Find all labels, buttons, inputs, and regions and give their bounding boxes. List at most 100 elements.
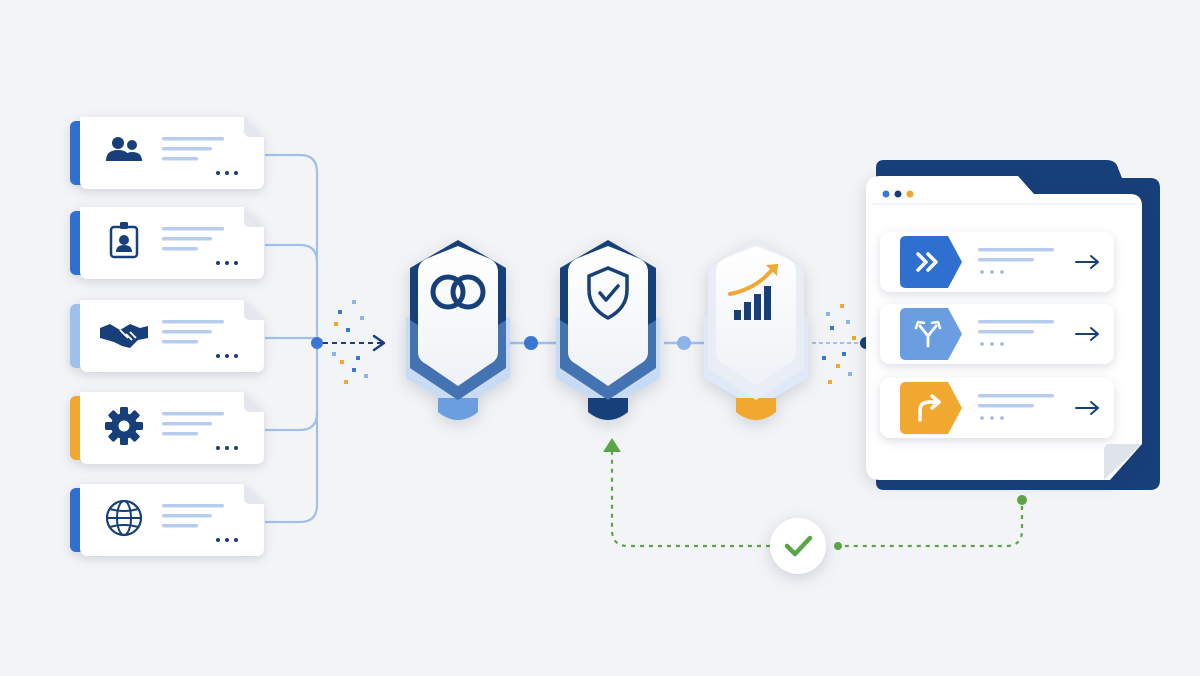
feedback-dot	[834, 542, 842, 550]
text-line	[162, 237, 212, 241]
ellipsis-dot	[1000, 270, 1004, 274]
text-line	[162, 432, 198, 436]
feedback-line	[610, 448, 770, 548]
input-branch-line	[265, 412, 319, 432]
data-particle	[836, 364, 840, 368]
arrow-right-icon	[1075, 401, 1099, 415]
data-particle	[334, 322, 338, 326]
text-line	[162, 514, 212, 518]
ellipsis-dot	[980, 270, 984, 274]
ellipsis-dot	[990, 416, 994, 420]
node-face	[418, 246, 498, 386]
input-card	[70, 300, 264, 372]
output-item	[880, 304, 1114, 364]
ellipsis-dot	[234, 538, 238, 542]
process-node	[406, 240, 510, 420]
text-line	[162, 422, 212, 426]
text-line	[162, 137, 224, 141]
window-dot	[906, 190, 914, 198]
shield-check-icon	[587, 266, 629, 320]
data-particle	[360, 316, 364, 320]
ellipsis-dot	[225, 538, 229, 542]
ellipsis-dot	[216, 538, 220, 542]
check-badge-circle	[770, 518, 826, 574]
globe-icon	[105, 499, 143, 537]
text-line	[162, 320, 224, 324]
ellipsis-dot	[216, 446, 220, 450]
data-particle	[364, 374, 368, 378]
ellipsis-dot	[225, 171, 229, 175]
node-tab	[438, 398, 478, 420]
text-line	[162, 157, 198, 161]
process-node	[556, 240, 660, 420]
card-fold	[244, 484, 264, 504]
text-line	[978, 320, 1054, 324]
data-particle	[340, 360, 344, 364]
data-particle	[852, 336, 856, 340]
text-line	[162, 227, 224, 231]
input-branch-line	[265, 243, 319, 263]
input-card	[70, 392, 264, 464]
junction-dot	[311, 337, 323, 349]
ellipsis-dot	[216, 261, 220, 265]
ellipsis-dot	[216, 354, 220, 358]
text-line	[978, 258, 1034, 262]
text-line	[978, 248, 1054, 252]
linked-rings-icon	[430, 274, 486, 310]
ellipsis-dot	[1000, 416, 1004, 420]
data-particle	[848, 372, 852, 376]
node-link-dot	[677, 336, 691, 350]
feedback-check-badge	[770, 518, 826, 574]
ellipsis-dot	[234, 446, 238, 450]
output-item-badge	[900, 236, 962, 288]
output-window	[866, 160, 1160, 490]
process-node	[704, 240, 808, 420]
ellipsis-dot	[1000, 342, 1004, 346]
output-item	[880, 378, 1114, 438]
data-particle	[846, 320, 850, 324]
data-particle	[826, 312, 830, 316]
node-tab	[588, 398, 628, 420]
data-particle	[338, 310, 342, 314]
text-line	[162, 330, 212, 334]
split-arrows-icon	[914, 320, 942, 348]
text-line	[162, 524, 198, 528]
data-particle	[352, 300, 356, 304]
card-fold	[244, 117, 264, 137]
arrow-right-icon	[1075, 255, 1099, 269]
node-tab	[736, 398, 776, 420]
ellipsis-dot	[980, 416, 984, 420]
arrow-right-icon	[1075, 327, 1099, 341]
card-fold	[244, 392, 264, 412]
feedback-dot	[1017, 495, 1027, 505]
text-line	[978, 404, 1034, 408]
process-nodes	[406, 240, 808, 420]
feedback-loop	[603, 438, 1027, 574]
fast-forward-icon	[916, 252, 938, 272]
ellipsis-dot	[225, 446, 229, 450]
ellipsis-dot	[234, 354, 238, 358]
text-line	[978, 394, 1054, 398]
input-card	[70, 484, 264, 556]
data-particle	[828, 380, 832, 384]
arrow-head-icon	[372, 334, 386, 352]
data-particle	[842, 352, 846, 356]
input-cards	[70, 117, 264, 556]
ellipsis-dot	[990, 270, 994, 274]
ellipsis-dot	[990, 342, 994, 346]
turn-right-arrow-icon	[918, 394, 941, 422]
ellipsis-dot	[234, 261, 238, 265]
output-window-panel	[866, 176, 1142, 480]
id-badge-icon	[109, 222, 139, 259]
window-fold	[1104, 444, 1142, 480]
data-particle	[840, 304, 844, 308]
ellipsis-dot	[225, 261, 229, 265]
data-particle	[332, 352, 336, 356]
card-body	[80, 117, 264, 189]
data-particle	[344, 380, 348, 384]
card-body	[80, 207, 264, 279]
text-line	[162, 147, 212, 151]
text-line	[162, 504, 224, 508]
node-link-dot	[524, 336, 538, 350]
